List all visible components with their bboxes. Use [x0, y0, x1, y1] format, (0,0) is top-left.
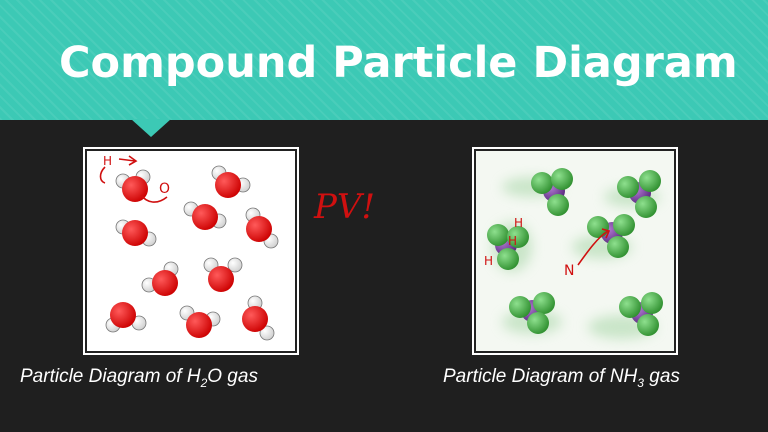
h2o-caption-post: O gas [207, 366, 258, 387]
annotation-h-2: H [508, 234, 517, 248]
nh3-caption-post: gas [643, 366, 680, 387]
hydrogen-atom [613, 214, 635, 236]
oxygen-atom [215, 172, 241, 198]
ammonia-molecule [531, 168, 573, 216]
water-molecule [203, 257, 243, 292]
nh3-caption: Particle Diagram of NH3 gas [443, 366, 680, 390]
annotation-n: N [564, 263, 574, 279]
h2o-particle-diagram: H O [83, 147, 299, 355]
oxygen-atom [246, 216, 272, 242]
oxygen-atom [110, 302, 136, 328]
water-molecule [211, 165, 251, 198]
hydrogen-atom [641, 292, 663, 314]
h2o-caption-pre: Particle Diagram of H [20, 366, 201, 387]
oxygen-atom [186, 312, 212, 338]
oxygen-atom [152, 270, 178, 296]
ammonia-molecule [487, 224, 529, 270]
hydrogen-atom [509, 296, 531, 318]
hydrogen-atom [619, 296, 641, 318]
hydrogen-atom [617, 176, 639, 198]
annotation-o: O [159, 181, 170, 197]
ammonia-molecule [509, 292, 555, 334]
oxygen-atom [122, 220, 148, 246]
banner-notch [131, 119, 171, 137]
handwritten-text: PV! [313, 187, 375, 227]
nh3-annotations [577, 228, 611, 266]
hydrogen-atom [551, 168, 573, 190]
water-molecule [179, 305, 221, 338]
hydrogen-atom [587, 216, 609, 238]
ammonia-molecules [487, 168, 663, 336]
nh3-particle-diagram: H H H N [472, 147, 678, 355]
hydrogen-atom [497, 248, 519, 270]
annotation-h: H [103, 154, 112, 168]
water-molecule [141, 261, 179, 296]
hydrogen-atom [547, 194, 569, 216]
nh3-caption-pre: Particle Diagram of NH [443, 366, 638, 387]
oxygen-atom [242, 306, 268, 332]
annotation-h-1: H [514, 216, 523, 230]
water-molecule [242, 295, 275, 341]
hydrogen-atom [259, 325, 275, 341]
water-molecule [115, 219, 157, 247]
hydrogen-atom [531, 172, 553, 194]
hydrogen-atom [639, 170, 661, 192]
title-banner [0, 0, 768, 120]
hydrogen-atom [487, 224, 509, 246]
water-molecule [105, 302, 147, 333]
hydrogen-atom [637, 314, 659, 336]
oxygen-atom [192, 204, 218, 230]
hydrogen-atom [635, 196, 657, 218]
h2o-caption: Particle Diagram of H2O gas [20, 366, 258, 390]
hydrogen-atom [533, 292, 555, 314]
slide-title: Compound Particle Diagram [59, 38, 738, 88]
water-molecules [105, 165, 279, 341]
ammonia-molecule [617, 170, 661, 218]
annotation-h-3: H [484, 254, 493, 268]
water-molecule [115, 169, 151, 202]
hydrogen-atom [507, 226, 529, 248]
water-molecule [183, 201, 227, 230]
h2o-caption-sub: 2 [200, 375, 208, 390]
ammonia-molecule [587, 214, 635, 258]
hydrogen-atom [607, 236, 629, 258]
oxygen-atom [208, 266, 234, 292]
water-molecule [245, 207, 279, 249]
ammonia-molecule [619, 292, 663, 336]
nh3-caption-sub: 3 [637, 375, 644, 390]
h2o-annotations [99, 155, 168, 203]
handwritten-note: PV! [310, 180, 380, 235]
hydrogen-atom [527, 312, 549, 334]
hydrogen-atom [227, 257, 243, 273]
